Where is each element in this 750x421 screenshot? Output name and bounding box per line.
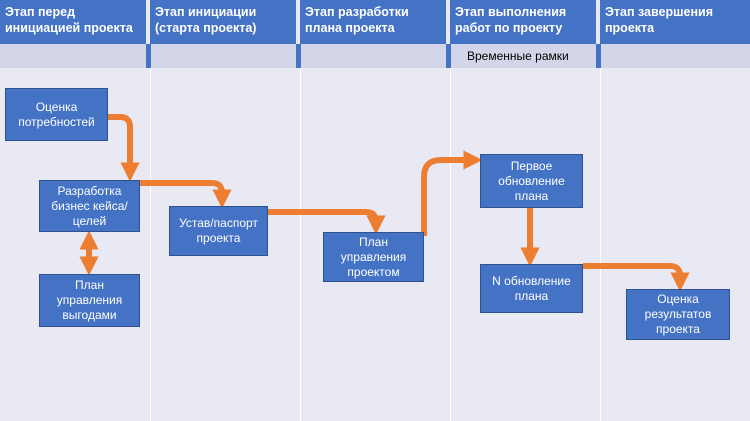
arrow-charter-to-management-plan <box>268 209 386 235</box>
arrow-needs-to-business-case <box>108 114 140 182</box>
column-divider <box>600 68 601 421</box>
timeframe-band-edge <box>296 44 301 68</box>
box-project-charter: Устав/паспорт проекта <box>169 206 268 256</box>
box-n-update: N обновление плана <box>480 264 583 313</box>
box-needs-assessment: Оценка потребностей <box>5 88 108 141</box>
phase-header-initiation: Этап инициации (старта проекта) <box>150 0 296 44</box>
box-business-case: Разработка бизнес кейса/целей <box>39 180 140 232</box>
phase-header-planning: Этап разработки плана проекта <box>300 0 446 44</box>
arrow-management-plan-to-first-update <box>421 150 483 236</box>
arrow-n-update-to-results <box>583 263 690 292</box>
column-divider <box>150 68 151 421</box>
timeframe-band <box>601 44 750 68</box>
timeframe-band <box>0 44 146 68</box>
timeframe-band <box>301 44 446 68</box>
timeframe-band-edge <box>146 44 151 68</box>
timeframe-band-edge <box>596 44 601 68</box>
phase-header-pre-initiation: Этап перед инициацией проекта <box>0 0 146 44</box>
phase-header-closing: Этап завершения проекта <box>600 0 750 44</box>
timeframe-band <box>151 44 296 68</box>
phase-header-execution: Этап выполнения работ по проекту <box>450 0 596 44</box>
column-divider <box>450 68 451 421</box>
box-benefits-plan: План управления выгодами <box>39 274 140 327</box>
arrow-business-case-to-charter <box>140 180 232 209</box>
timeframe-band-edge <box>446 44 451 68</box>
timeframe-label: Временные рамки <box>467 49 569 63</box>
box-first-update: Первое обновление плана <box>480 154 583 208</box>
column-divider <box>300 68 301 421</box>
timeframe-band <box>451 44 596 68</box>
box-results-evaluation: Оценка результатов проекта <box>626 289 730 340</box>
box-management-plan: План управления проектом <box>323 232 424 282</box>
